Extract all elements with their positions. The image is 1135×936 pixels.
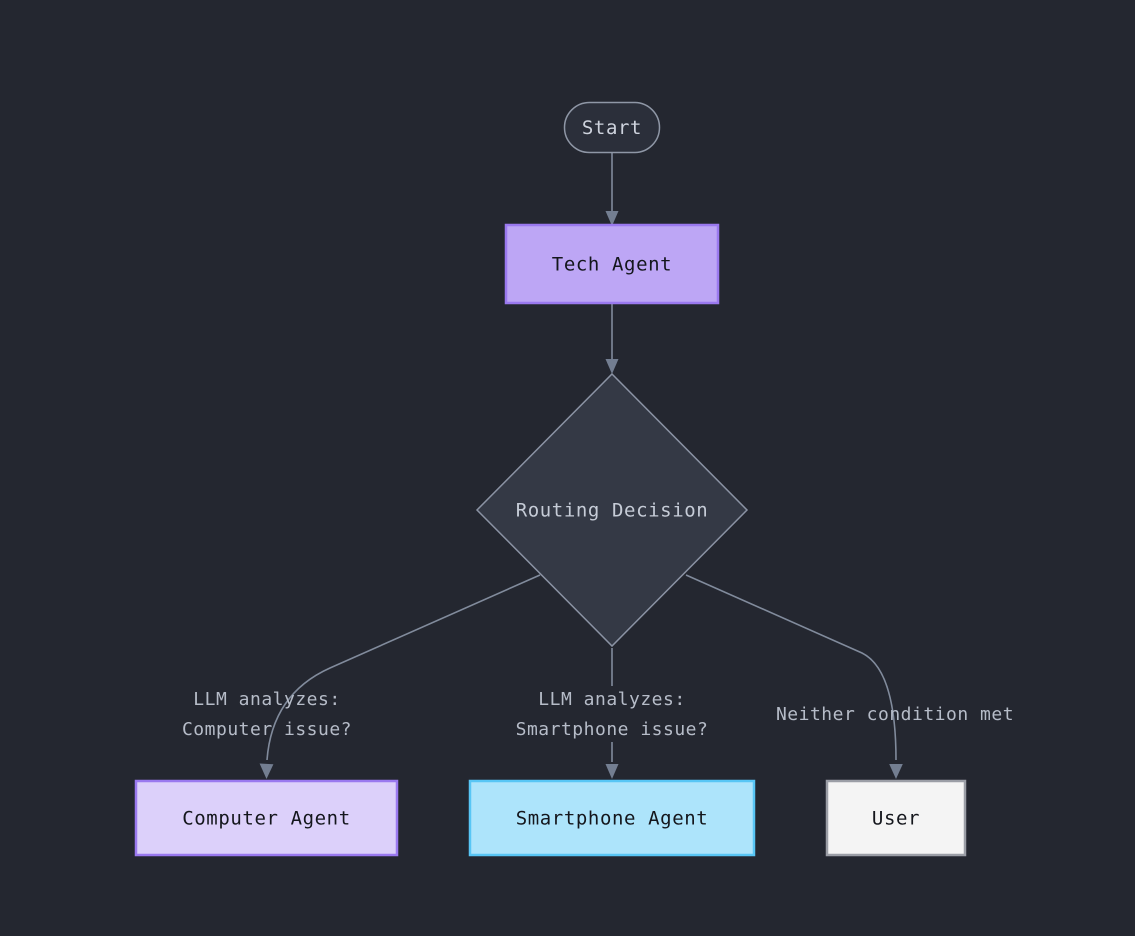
arrow-head-icon <box>259 763 274 779</box>
node-shape-diamond <box>475 372 749 648</box>
edge-label-line-2: Computer issue? <box>182 719 352 740</box>
node-computer-agent[interactable]: Computer Agent <box>134 779 399 857</box>
edge-label-computer-branch: LLM analyzes: Computer issue? <box>182 689 352 740</box>
node-shape-rect <box>468 779 756 857</box>
node-shape-rect <box>504 223 720 305</box>
edge-start-to-tech-agent <box>605 153 619 226</box>
edges-layer <box>259 153 903 779</box>
arrow-head-icon <box>605 211 619 226</box>
node-shape-rect <box>134 779 399 857</box>
edge-label-smartphone-branch: LLM analyzes: Smartphone issue? <box>516 689 709 740</box>
edge-routing-decision-to-user <box>685 574 903 779</box>
node-label-smartphone-agent: Smartphone Agent <box>516 808 709 830</box>
node-shape-stadium <box>563 101 661 154</box>
edge-line <box>266 574 541 761</box>
arrow-head-icon <box>605 359 619 374</box>
node-label-start: Start <box>582 117 642 139</box>
nodes-layer: Start Tech Agent Routing Decision Comput… <box>134 101 967 857</box>
edge-tech-agent-to-routing-decision <box>605 304 619 374</box>
edge-label-line-1: Neither condition met <box>776 704 1014 725</box>
edge-line <box>685 574 897 761</box>
node-user[interactable]: User <box>825 779 967 857</box>
edge-label-user-branch: Neither condition met <box>776 704 1014 725</box>
edge-label-line-1: LLM analyzes: <box>193 689 340 710</box>
node-tech-agent[interactable]: Tech Agent <box>504 223 720 305</box>
arrow-head-icon <box>605 764 619 779</box>
edge-routing-decision-to-smartphone-agent <box>605 648 619 779</box>
edge-label-line-1: LLM analyzes: <box>538 689 685 710</box>
node-routing-decision[interactable]: Routing Decision <box>475 372 749 648</box>
node-smartphone-agent[interactable]: Smartphone Agent <box>468 779 756 857</box>
node-start[interactable]: Start <box>563 101 661 154</box>
arrow-head-icon <box>889 764 903 779</box>
edge-routing-decision-to-computer-agent <box>259 574 541 779</box>
node-label-routing-decision: Routing Decision <box>516 500 709 522</box>
edge-label-line-2: Smartphone issue? <box>516 719 709 740</box>
node-label-tech-agent: Tech Agent <box>552 254 672 276</box>
node-shape-rect <box>825 779 967 857</box>
node-label-computer-agent: Computer Agent <box>182 808 351 830</box>
node-label-user: User <box>872 808 920 830</box>
edge-labels-layer: LLM analyzes: Computer issue? LLM analyz… <box>182 689 1014 740</box>
